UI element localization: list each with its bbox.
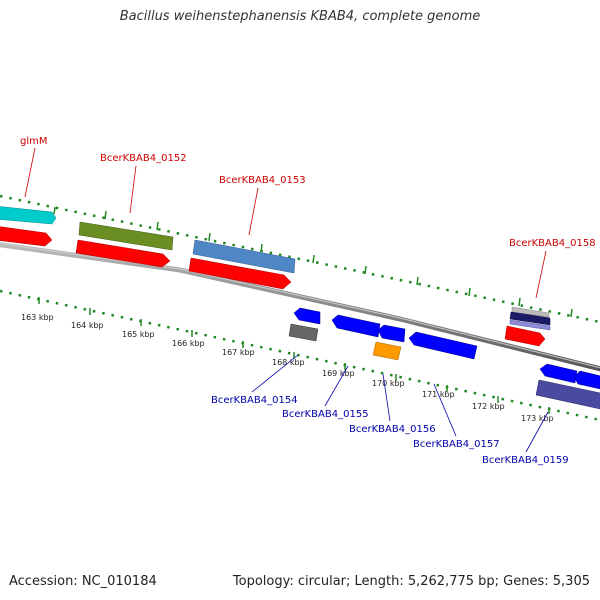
tick-label: 166 kbp	[172, 339, 205, 348]
label-BcerKBAB4_0159[interactable]: BcerKBAB4_0159	[482, 455, 569, 466]
gene-glmM-feature[interactable]	[0, 206, 57, 225]
label-BcerKBAB4_0155[interactable]: BcerKBAB4_0155	[282, 409, 369, 420]
gene-0152-feature[interactable]	[78, 221, 174, 251]
gene-0154-feature[interactable]	[288, 323, 319, 342]
gene-0159-feature[interactable]	[535, 379, 600, 410]
cds-0159-blue-a[interactable]	[539, 363, 578, 384]
tick-label: 167 kbp	[222, 348, 255, 357]
label-BcerKBAB4_0158[interactable]: BcerKBAB4_0158	[509, 238, 596, 249]
cds-0157-blue[interactable]	[408, 331, 478, 360]
tick-label: 163 kbp	[21, 313, 54, 322]
cds-glmM-red[interactable]	[0, 226, 53, 247]
label-BcerKBAB4_0153[interactable]: BcerKBAB4_0153	[219, 175, 306, 186]
cds-0154-blue[interactable]	[293, 307, 321, 325]
leader-line-0154	[251, 354, 299, 393]
tick-labels: 163 kbp 164 kbp 165 kbp 166 kbp 167 kbp …	[21, 313, 554, 423]
label-BcerKBAB4_0154[interactable]: BcerKBAB4_0154	[211, 395, 298, 406]
reverse-labels: BcerKBAB4_0154 BcerKBAB4_0155 BcerKBAB4_…	[211, 354, 569, 466]
label-BcerKBAB4_0156[interactable]: BcerKBAB4_0156	[349, 424, 436, 435]
accession-text: Accession: NC_010184	[9, 574, 157, 589]
leader-line-0155	[324, 365, 349, 407]
genome-summary-text: Topology: circular; Length: 5,262,775 bp…	[232, 574, 590, 589]
label-glmM[interactable]: glmM	[20, 136, 48, 147]
label-BcerKBAB4_0152[interactable]: BcerKBAB4_0152	[100, 153, 187, 164]
cds-0156-blue[interactable]	[377, 324, 406, 343]
genome-backbone-highlight	[0, 243, 600, 369]
leader-line-0153	[248, 187, 259, 236]
cds-0152-red[interactable]	[75, 239, 171, 268]
leader-line-0159	[525, 411, 549, 453]
forward-features	[0, 206, 551, 347]
gene-0158-feature[interactable]	[509, 311, 551, 326]
map-title: Bacillus weihenstephanensis KBAB4, compl…	[119, 9, 481, 24]
gene-0158-top[interactable]	[511, 306, 550, 318]
cds-0158-red[interactable]	[504, 325, 546, 347]
upper-ruler-ticks	[53, 206, 573, 318]
lower-ruler-ticks	[38, 297, 550, 414]
tick-label: 170 kbp	[372, 379, 405, 388]
label-BcerKBAB4_0157[interactable]: BcerKBAB4_0157	[413, 439, 500, 450]
leader-line-0157	[433, 383, 457, 437]
tick-label: 164 kbp	[71, 321, 104, 330]
forward-labels: glmM BcerKBAB4_0152 BcerKBAB4_0153 BcerK…	[20, 136, 596, 299]
leader-line-0152	[129, 165, 137, 214]
tick-label: 165 kbp	[122, 330, 155, 339]
gene-0158-band[interactable]	[509, 319, 551, 331]
gene-0153-feature[interactable]	[192, 239, 296, 274]
cds-0159-blue-b[interactable]	[573, 370, 600, 390]
cds-0153-red[interactable]	[188, 257, 292, 290]
leader-line-glmM	[24, 147, 36, 198]
tick-label: 169 kbp	[322, 369, 355, 378]
leader-line-0158	[535, 250, 547, 299]
leader-line-0156	[382, 373, 391, 422]
reverse-features	[288, 307, 600, 410]
cds-0155-blue[interactable]	[331, 314, 381, 338]
tick-label: 173 kbp	[521, 414, 554, 423]
tick-label: 172 kbp	[472, 402, 505, 411]
gene-0156-feature[interactable]	[372, 341, 402, 361]
genome-backbone	[0, 242, 600, 372]
